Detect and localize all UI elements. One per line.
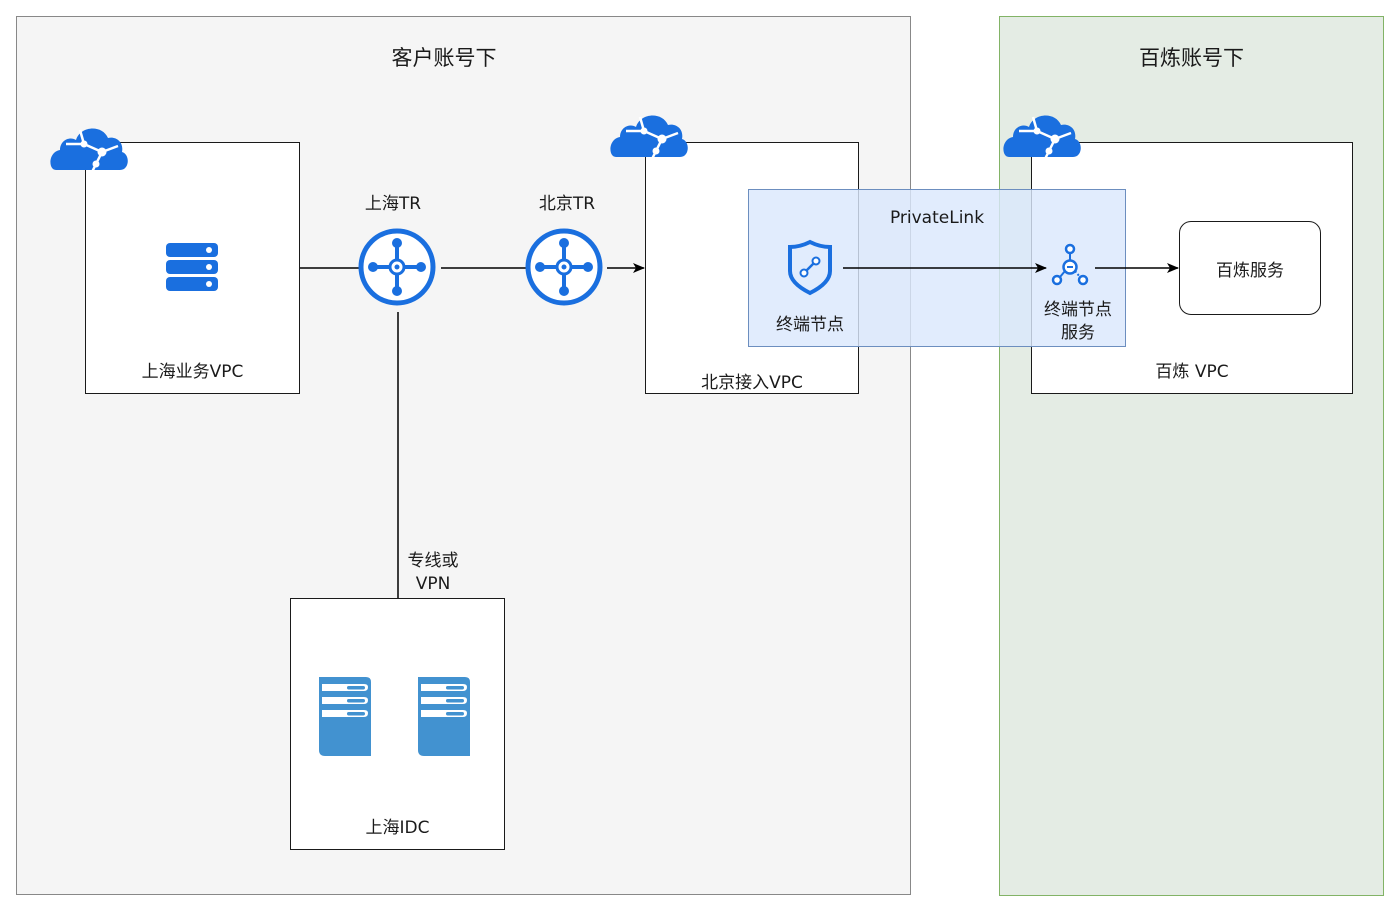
bailian-zone-title: 百炼账号下 (1139, 46, 1244, 70)
bailian-service-box[interactable]: 百炼服务 (1179, 221, 1321, 315)
bailian-vpc-label: 百炼 VPC (1155, 362, 1229, 382)
beijing-vpc-label: 北京接入VPC (701, 373, 803, 393)
shanghai-tr-label: 上海TR (364, 194, 422, 214)
idc-link-label-line1: 专线或 (407, 551, 459, 571)
shanghai-vpc-label: 上海业务VPC (141, 362, 244, 382)
idc-link-label-line2: VPN (415, 574, 451, 594)
privatelink-label: PrivateLink (889, 208, 985, 228)
idc-link-label: 专线或 VPN (393, 550, 473, 596)
beijing-tr-label: 北京TR (538, 194, 596, 214)
endpoint-label: 终端节点 (776, 315, 844, 335)
customer-zone-title: 客户账号下 (391, 46, 497, 70)
shanghai-idc-label: 上海IDC (365, 818, 430, 838)
bailian-service-label: 百炼服务 (1216, 260, 1284, 281)
endpoint-service-label: 终端节点 服务 (1028, 299, 1128, 345)
endpoint-service-label-line2: 服务 (1061, 323, 1095, 343)
endpoint-service-label-line1: 终端节点 (1044, 300, 1112, 320)
